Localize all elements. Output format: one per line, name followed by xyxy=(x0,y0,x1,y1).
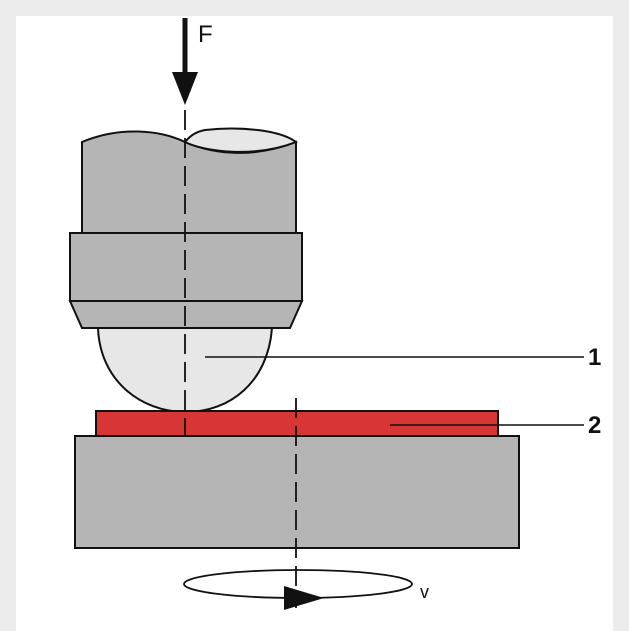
callout-label-1: 1 xyxy=(588,344,601,371)
callout-label-2: 2 xyxy=(588,412,601,439)
rotation-arrow-head xyxy=(284,586,324,610)
tool-taper xyxy=(68,300,304,329)
tool-collar xyxy=(69,232,303,302)
tool-shank-cut-face xyxy=(183,127,299,153)
machine-table xyxy=(74,435,520,549)
workpiece xyxy=(95,410,499,437)
velocity-label: v xyxy=(420,582,429,602)
force-label: F xyxy=(198,21,213,48)
force-arrow-head xyxy=(172,72,198,105)
